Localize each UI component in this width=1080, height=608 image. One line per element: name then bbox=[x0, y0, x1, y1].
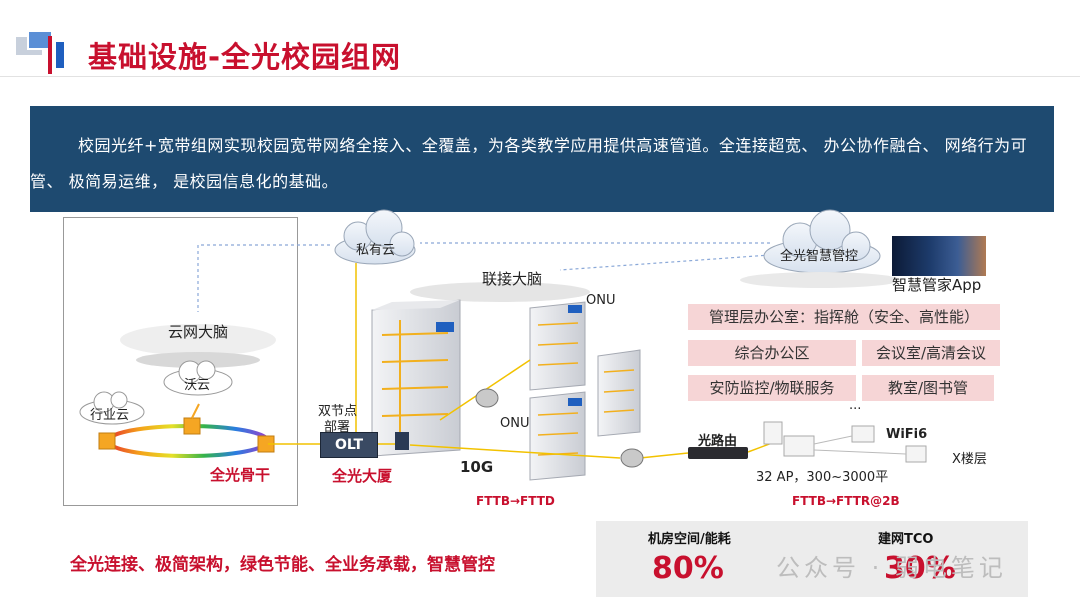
building-label: 全光大厦 bbox=[332, 465, 392, 486]
watermark: 公众号 · 弱电笔记 bbox=[776, 548, 1007, 583]
smart-control-label: 全光智慧管控 bbox=[780, 245, 858, 264]
ap-info-label: 32 AP，300~3000平 bbox=[756, 466, 888, 485]
onu-building-icon bbox=[530, 302, 585, 390]
more-zones-ellipsis: ... bbox=[849, 398, 861, 413]
floor-label: X楼层 bbox=[952, 448, 987, 467]
zone-command-room: 管理层办公室：指挥舱（安全、高性能） bbox=[688, 304, 1000, 330]
node-link bbox=[192, 404, 199, 418]
management-link bbox=[198, 245, 330, 312]
main-building-icon bbox=[372, 300, 460, 456]
onu-label-top: ONU bbox=[586, 293, 615, 308]
optical-router-device bbox=[688, 447, 748, 459]
stat-room-energy-label: 机房空间/能耗 bbox=[648, 528, 731, 547]
fttb-fttr-label: FTTB→FTTR@2B bbox=[792, 494, 900, 508]
wo-cloud-label: 沃云 bbox=[184, 374, 210, 393]
app-thumbnail-image bbox=[892, 236, 986, 276]
cloud-brain-label: 云网大脑 bbox=[168, 321, 228, 342]
zone-classroom: 教室/图书管 bbox=[862, 375, 994, 401]
industry-cloud-label: 行业云 bbox=[90, 404, 129, 423]
zone-meeting: 会议室/高清会议 bbox=[862, 340, 1000, 366]
olt-device: OLT bbox=[320, 432, 378, 458]
onu-label-mid: ONU bbox=[500, 416, 529, 431]
app-name-label: 智慧管家App bbox=[892, 274, 981, 295]
private-cloud-label: 私有云 bbox=[356, 239, 395, 258]
control-haze bbox=[740, 272, 900, 288]
control-link bbox=[560, 255, 770, 270]
onu-building-icon bbox=[530, 392, 585, 480]
wifi6-label: WiFi6 bbox=[886, 427, 927, 442]
onu-building-icon bbox=[598, 350, 640, 436]
connect-brain-label: 联接大脑 bbox=[482, 268, 542, 289]
zone-security: 安防监控/物联服务 bbox=[688, 375, 856, 401]
slogan: 全光连接、极简架构，绿色节能、全业务承载，智慧管控 bbox=[70, 550, 495, 575]
backbone-label: 全光骨干 bbox=[210, 464, 270, 485]
speed-label: 10G bbox=[460, 458, 493, 476]
zone-office: 综合办公区 bbox=[688, 340, 856, 366]
fttb-fttd-label: FTTB→FTTD bbox=[476, 494, 555, 508]
stat-tco-label: 建网TCO bbox=[878, 528, 933, 547]
stat-room-energy-value: 80% bbox=[652, 551, 724, 586]
